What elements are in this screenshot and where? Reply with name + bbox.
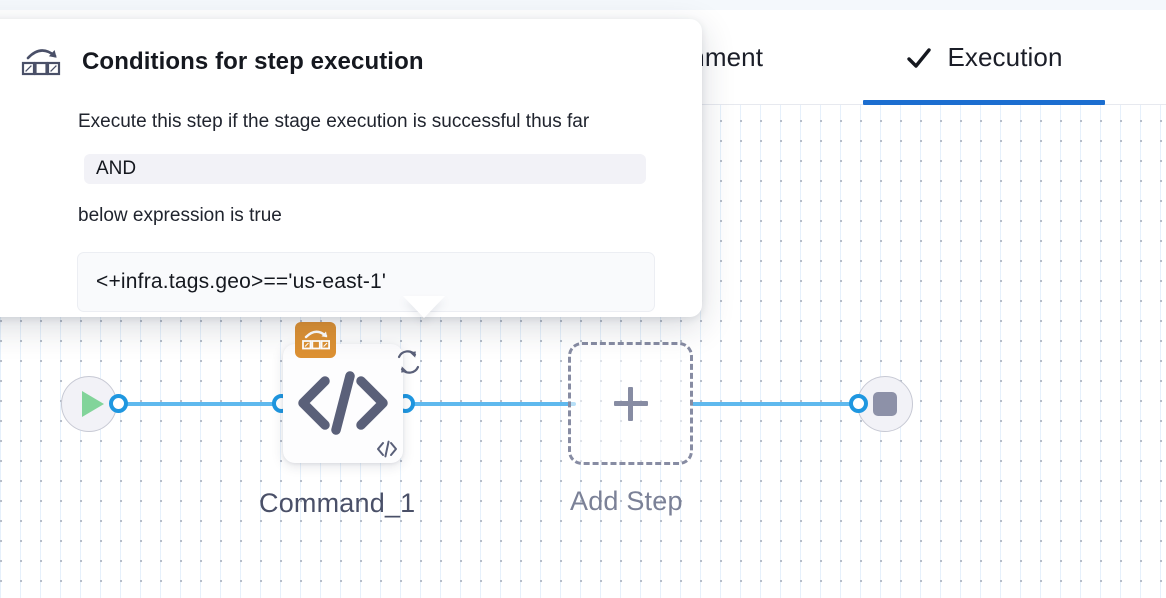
add-step-label: Add Step xyxy=(570,486,683,516)
popover-header: Conditions for step execution xyxy=(20,43,424,81)
tab-execution[interactable]: Execution xyxy=(863,10,1105,105)
add-step-button[interactable] xyxy=(568,342,693,465)
popover-subtitle: Execute this step if the stage execution… xyxy=(78,111,590,132)
edge-addstep-to-end xyxy=(690,402,865,406)
conditional-execution-icon xyxy=(301,330,330,350)
operator-select[interactable]: AND xyxy=(84,154,646,184)
popover-pointer xyxy=(403,296,445,318)
command-node-label: Command_1 xyxy=(259,488,416,518)
conditional-execution-icon xyxy=(21,49,61,76)
start-node-output-port[interactable] xyxy=(109,394,128,413)
operator-select-value: AND xyxy=(96,158,137,179)
start-node[interactable] xyxy=(61,376,117,432)
check-icon xyxy=(907,47,932,68)
conditional-execution-badge[interactable] xyxy=(295,322,336,358)
plus-icon-vertical xyxy=(628,386,633,421)
condition-expression-field[interactable]: <+infra.tags.geo>=='us-east-1' xyxy=(77,252,655,312)
conditions-popover-content: Conditions for step execution Execute th… xyxy=(0,19,702,317)
canvas-top-fade xyxy=(0,0,1166,10)
code-icon-mini xyxy=(377,440,397,458)
conditions-popover: Conditions for step execution Execute th… xyxy=(0,19,702,317)
edge-command-to-addstep xyxy=(404,402,576,406)
command-step-node[interactable] xyxy=(283,322,420,463)
tab-execution-label: Execution xyxy=(947,42,1063,72)
edge-start-to-command xyxy=(118,402,288,406)
popover-subtitle-2: below expression is true xyxy=(78,205,282,226)
end-node-input-port[interactable] xyxy=(849,394,868,413)
retry-loop-icon xyxy=(397,350,420,374)
condition-expression-value: <+infra.tags.geo>=='us-east-1' xyxy=(96,270,387,293)
stop-icon xyxy=(873,392,897,416)
popover-title: Conditions for step execution xyxy=(82,48,424,75)
code-icon xyxy=(298,371,388,435)
play-icon xyxy=(82,391,104,417)
